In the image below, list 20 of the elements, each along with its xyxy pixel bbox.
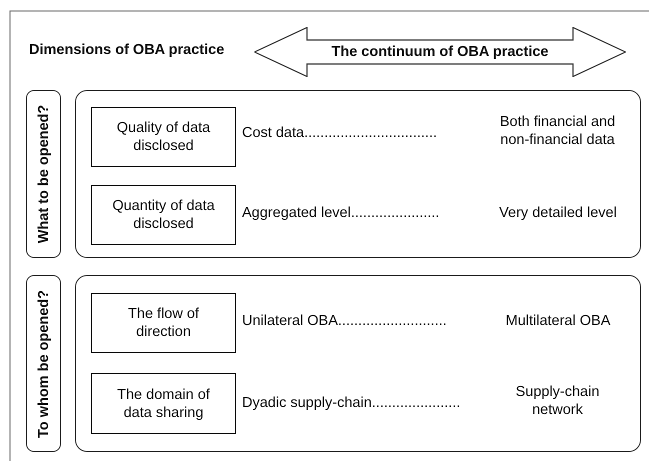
scale-end-text: Multilateral OBA	[504, 312, 612, 330]
scale-start-text: Unilateral OBA...........................	[242, 312, 447, 330]
scale-end-text: Supply-chain network	[514, 383, 600, 419]
scale-end-text: Very detailed level	[498, 204, 618, 222]
dimension-tab	[26, 275, 61, 452]
dimension-box: Quantity of data disclosed	[91, 185, 236, 245]
scale-end-text: Both financial and non-financial data	[498, 113, 616, 149]
dimension-box: The flow of direction	[91, 293, 236, 353]
arrow-label: The continuum of OBA practice	[330, 44, 550, 60]
axis-heading: Dimensions of OBA practice	[29, 41, 224, 59]
dimension-heading: What to be opened?	[36, 104, 52, 244]
group-panel	[75, 275, 641, 452]
group-panel	[75, 90, 641, 258]
scale-start-text: Dyadic supply-chain......................	[242, 394, 460, 412]
scale-start-text: Cost data.................................	[242, 124, 438, 142]
dimension-box: Quality of data disclosed	[91, 107, 236, 167]
dimension-tab	[26, 90, 61, 258]
scale-start-text: Aggregated level......................	[242, 204, 440, 222]
dimension-heading: To whom be opened?	[36, 290, 52, 438]
dimension-box: The domain of data sharing	[91, 373, 236, 434]
